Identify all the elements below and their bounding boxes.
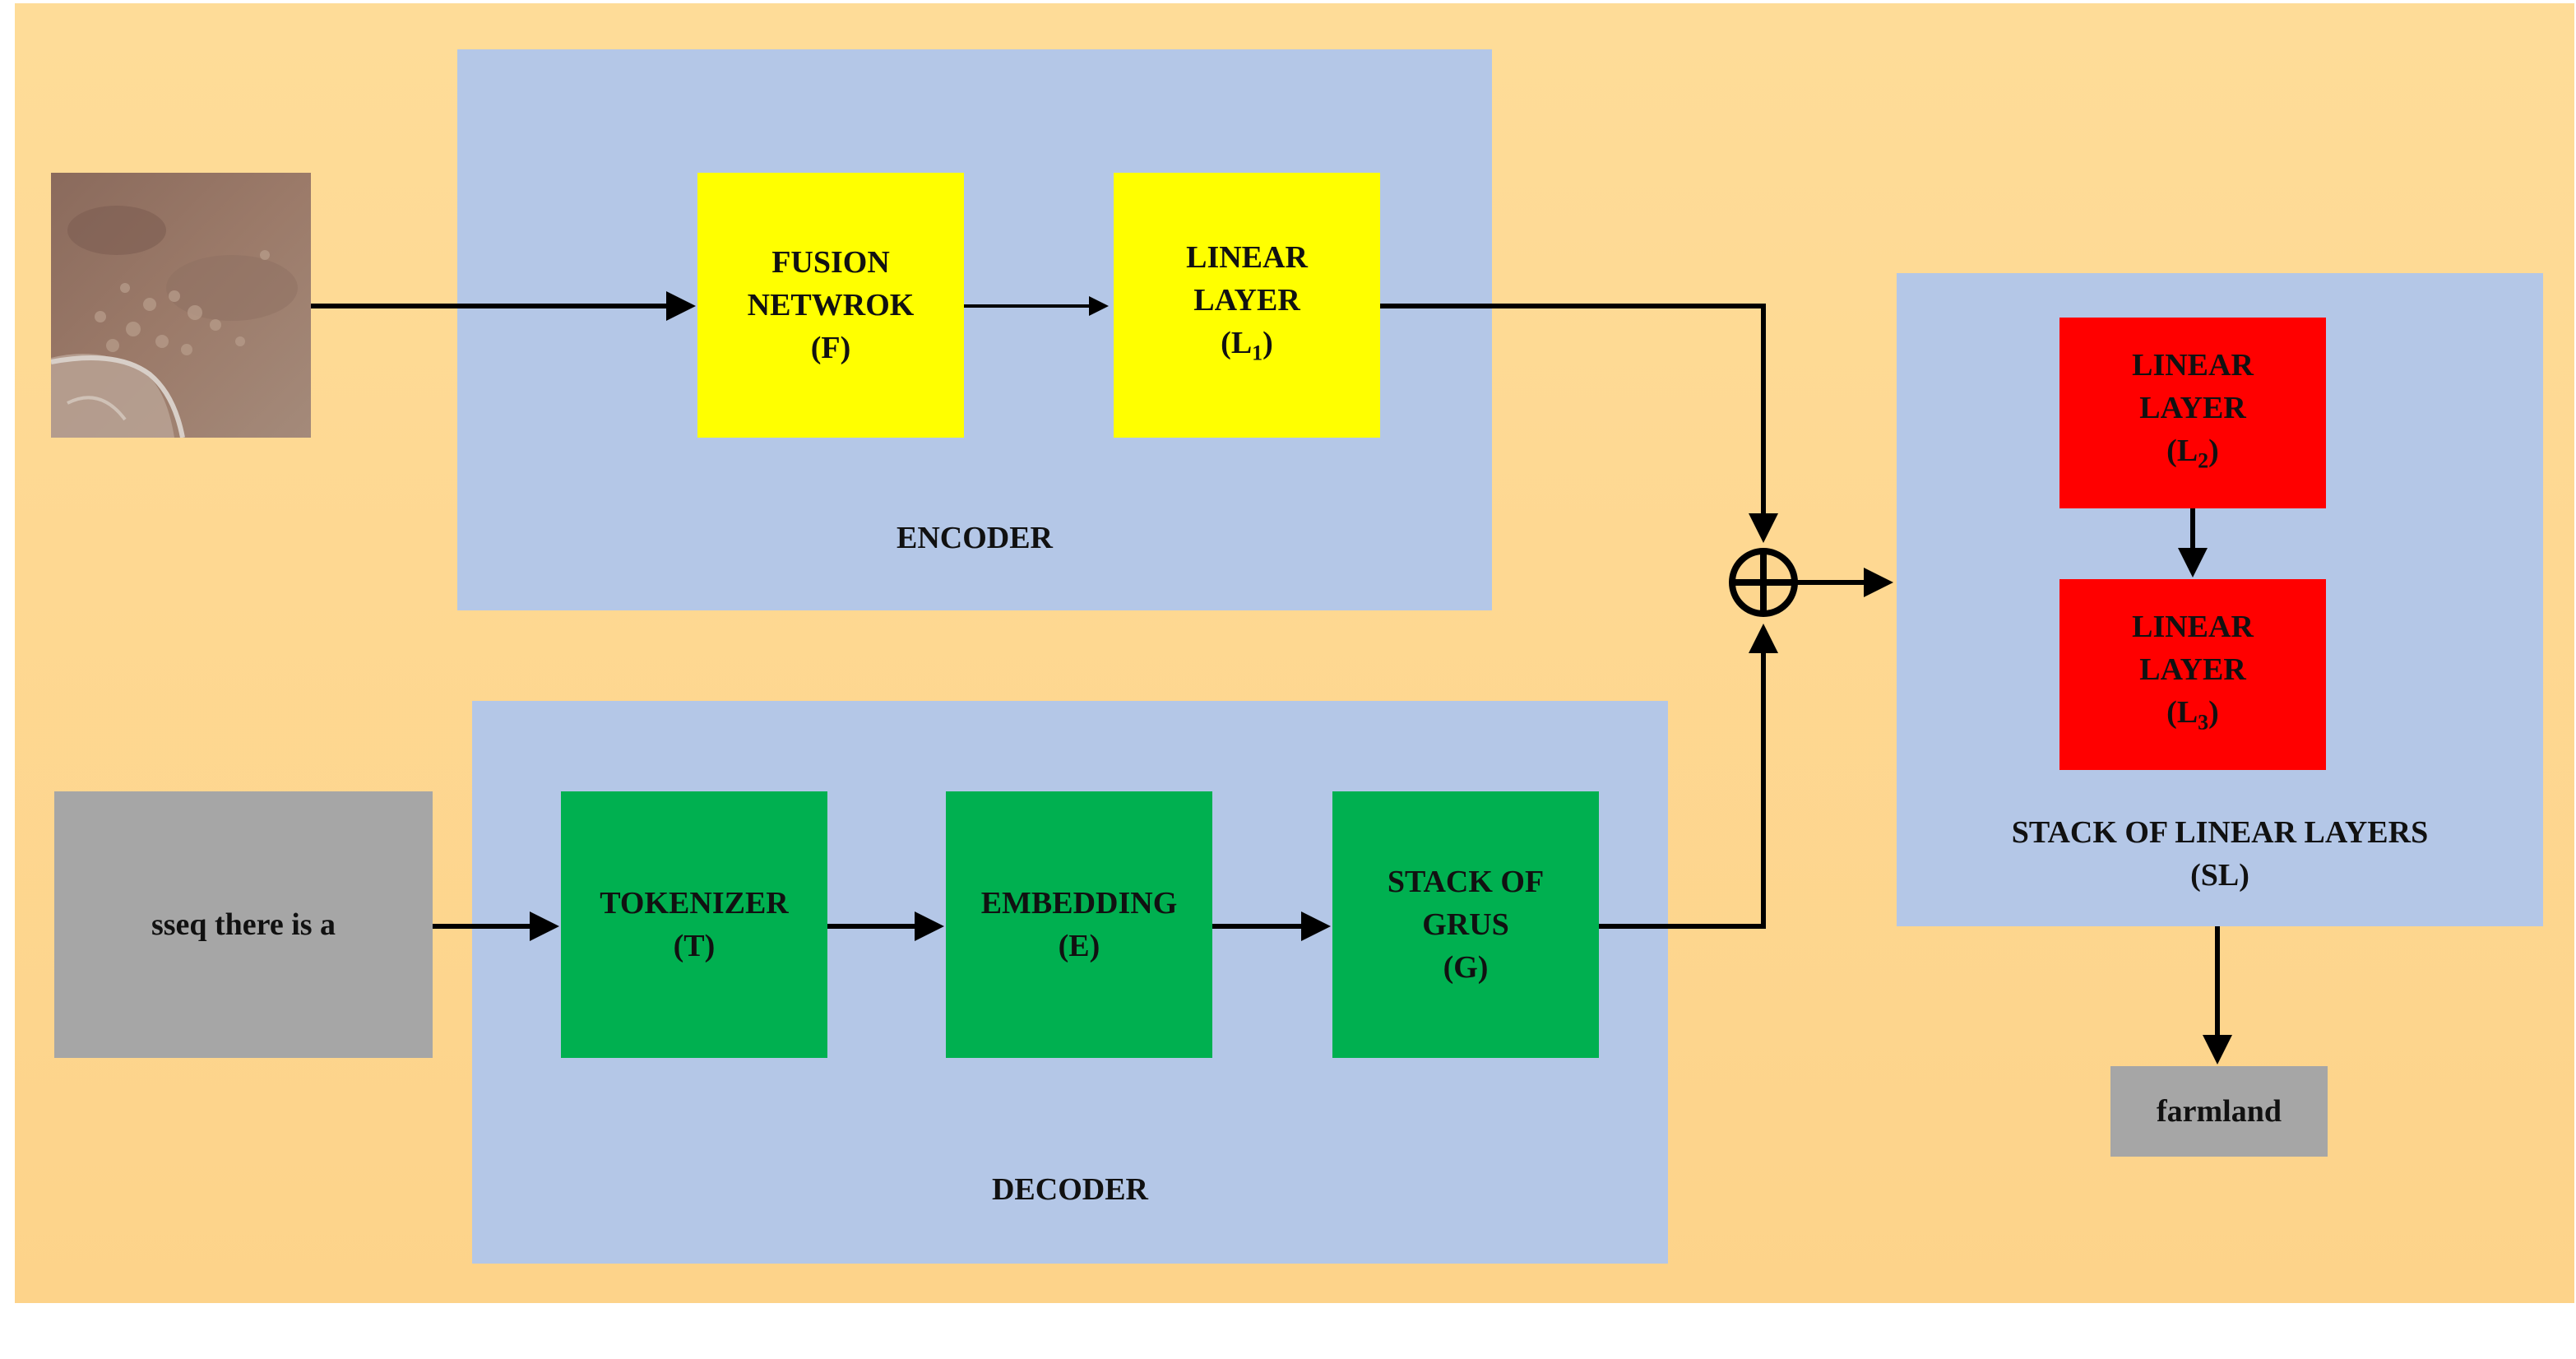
embedding-block: EMBEDDING (E) [946,791,1212,1058]
stack-label-line1: STACK OF LINEAR LAYERS [2011,815,2429,850]
stack-of-grus-block: STACK OF GRUS (G) [1332,791,1599,1058]
grus-line2: GRUS [1422,907,1509,942]
fusion-line1: FUSION [771,245,890,280]
output-block: farmland [2110,1066,2328,1157]
linear-layer-1-block: LINEAR LAYER (L1) [1114,173,1380,438]
decoder-label: DECODER [991,1172,1149,1207]
tokenizer-line2: (T) [673,929,716,963]
grus-line3: (G) [1443,950,1489,985]
encoder-label: ENCODER [896,521,1054,555]
fusion-line3: (F) [810,331,851,365]
arrow-linear1-to-combine [1380,304,1778,543]
fusion-network-block: FUSION NETWROK (F) [697,173,964,438]
satellite-image [51,173,311,438]
linear2-line2: LAYER [2139,390,2246,425]
tokenizer-block: TOKENIZER (T) [561,791,827,1058]
linear3-line2: LAYER [2139,652,2246,687]
linear-layer-3-block: LINEAR LAYER (L3) [2059,579,2326,770]
fusion-line2: NETWROK [747,288,915,322]
embedding-line2: (E) [1058,929,1100,963]
output-text: farmland [2157,1094,2282,1129]
arrow-grus-to-combine [1599,624,1778,929]
linear1-symbol: (L1) [1221,325,1273,365]
linear2-symbol: (L2) [2166,433,2219,473]
stack-label-line2: (SL) [2190,858,2249,893]
tokenizer-line1: TOKENIZER [600,886,789,921]
linear1-line1: LINEAR [1186,239,1308,275]
stack-label: STACK OF LINEAR LAYERS (SL) [1897,811,2543,897]
input-text-block: sseq there is a [54,791,433,1058]
circle-plus-icon [1729,548,1798,617]
linear1-line2: LAYER [1193,282,1300,318]
linear3-symbol: (L3) [2166,694,2219,735]
linear3-line1: LINEAR [2132,609,2254,644]
embedding-line1: EMBEDDING [980,886,1178,921]
linear-layer-2-block: LINEAR LAYER (L2) [2059,318,2326,508]
grus-line1: STACK OF [1387,865,1545,899]
input-text: sseq there is a [151,907,336,942]
linear2-line1: LINEAR [2132,347,2254,383]
